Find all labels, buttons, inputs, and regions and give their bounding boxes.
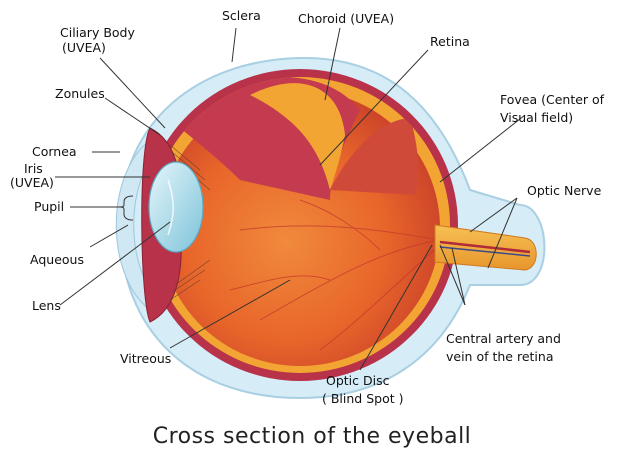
ciliary-body-label-line2: (UVEA) (62, 40, 106, 55)
fovea-label-line2: Visual field) (500, 110, 573, 125)
ciliary-body-label-line1: Ciliary Body (60, 25, 135, 40)
sclera-label: Sclera (222, 8, 261, 23)
central-artery-label-line2: vein of the retina (446, 349, 553, 364)
optic-disc-label-line1: Optic Disc (326, 373, 390, 388)
diagram-caption: Cross section of the eyeball (153, 424, 472, 449)
central-artery-label-line1: Central artery and (446, 331, 561, 346)
cornea-label: Cornea (32, 144, 77, 159)
vitreous-label: Vitreous (120, 351, 171, 366)
choroid-label: Choroid (UVEA) (298, 11, 394, 26)
iris-label-line1: Iris (24, 161, 43, 176)
zonules-label: Zonules (55, 86, 105, 101)
lens-shape (149, 162, 203, 252)
lens-label: Lens (32, 298, 61, 313)
iris-label-line2: (UVEA) (10, 175, 54, 190)
pupil-label: Pupil (34, 199, 64, 214)
optic-nerve-label: Optic Nerve (527, 183, 602, 198)
retina-label: Retina (430, 34, 470, 49)
optic-disc-label-line2: ( Blind Spot ) (322, 391, 403, 406)
fovea-label-line1: Fovea (Center of (500, 92, 605, 107)
aqueous-label: Aqueous (30, 252, 84, 267)
